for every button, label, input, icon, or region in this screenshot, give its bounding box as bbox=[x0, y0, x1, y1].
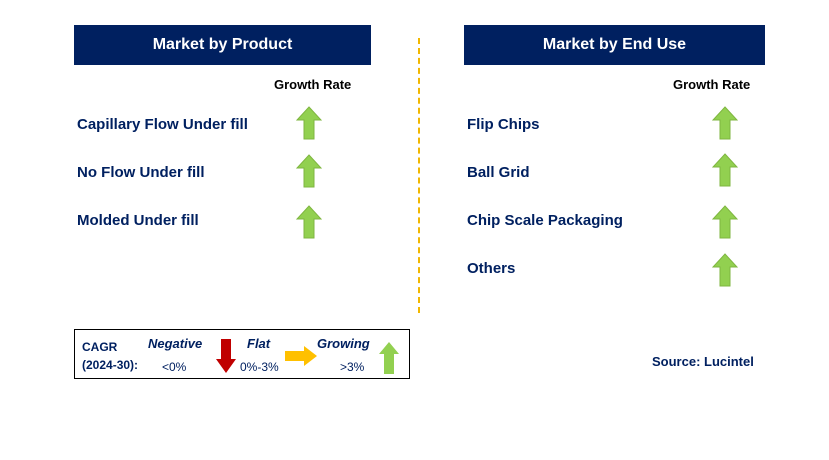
up-arrow-icon bbox=[712, 205, 738, 239]
up-arrow-icon bbox=[296, 205, 322, 239]
end-use-growth-rate-label: Growth Rate bbox=[673, 77, 751, 92]
up-arrow-icon bbox=[712, 253, 738, 287]
legend-flat-title: Flat bbox=[247, 336, 271, 351]
up-arrow-icon bbox=[296, 154, 322, 188]
cagr-line-2: (2024-30): bbox=[82, 358, 139, 372]
right-arrow-icon bbox=[285, 346, 317, 366]
legend-flat-range: 0%-3% bbox=[240, 360, 279, 374]
cagr-legend: CAGR (2024-30): Negative <0% Flat 0%-3% … bbox=[74, 329, 410, 379]
cagr-line-1: CAGR bbox=[82, 340, 118, 354]
legend-negative-range: <0% bbox=[162, 360, 187, 374]
down-arrow-icon bbox=[216, 339, 236, 373]
cagr-label: CAGR (2024-30): bbox=[82, 338, 138, 374]
product-growth-rate-label: Growth Rate bbox=[274, 77, 352, 92]
legend-growing-range: >3% bbox=[340, 360, 365, 374]
end-use-item-label: Ball Grid bbox=[467, 164, 530, 181]
legend-growing-title: Growing bbox=[317, 336, 370, 351]
end-use-item-label: Others bbox=[467, 260, 516, 277]
up-arrow-icon bbox=[379, 342, 399, 374]
legend-negative-title: Negative bbox=[148, 336, 203, 351]
product-item-label: No Flow Under fill bbox=[77, 164, 205, 181]
end-use-item-label: Chip Scale Packaging bbox=[467, 212, 623, 229]
up-arrow-icon bbox=[712, 106, 738, 140]
end-use-panel-title: Market by End Use bbox=[464, 25, 765, 65]
product-item-label: Capillary Flow Under fill bbox=[77, 116, 248, 133]
source-label: Source: Lucintel bbox=[652, 354, 754, 369]
product-item-label: Molded Under fill bbox=[77, 212, 199, 229]
end-use-item-label: Flip Chips bbox=[467, 116, 540, 133]
up-arrow-icon bbox=[296, 106, 322, 140]
up-arrow-icon bbox=[712, 153, 738, 187]
panel-divider bbox=[418, 38, 420, 313]
product-panel-title: Market by Product bbox=[74, 25, 371, 65]
